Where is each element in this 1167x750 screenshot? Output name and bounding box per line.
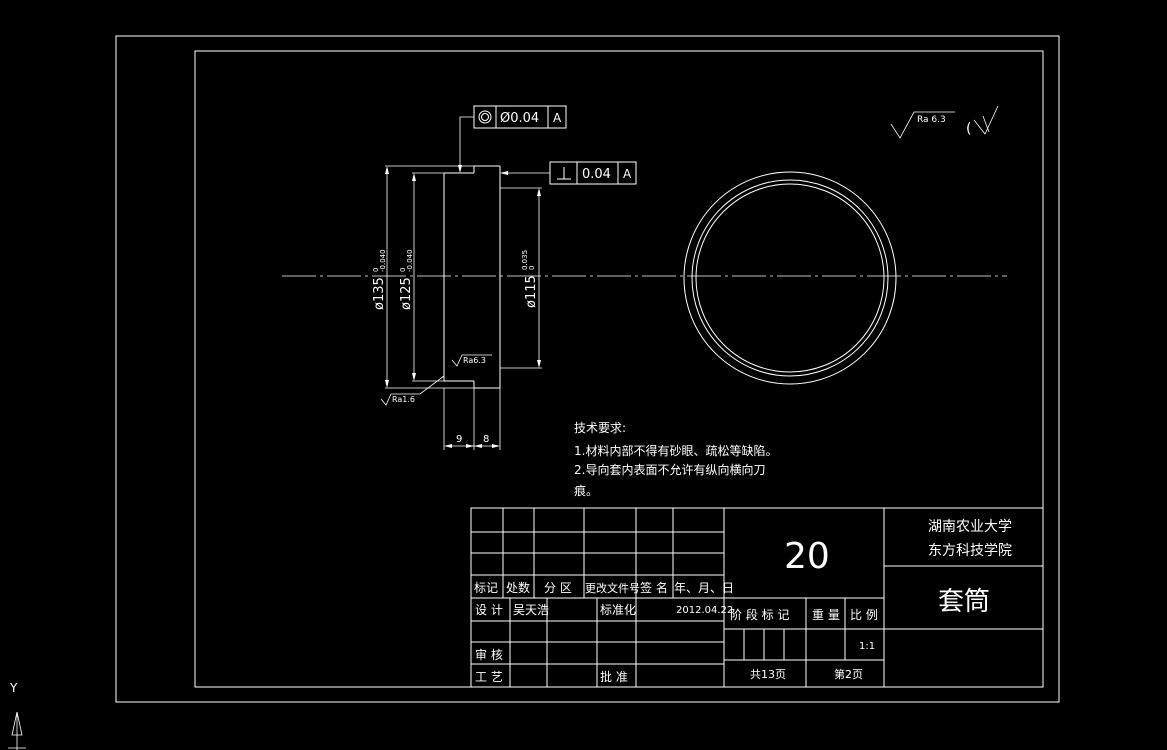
- end-view-circles: [683, 171, 897, 385]
- tb-review-label: 审 核: [475, 647, 503, 662]
- notes-heading: 技术要求:: [574, 421, 626, 435]
- general-roughness-text: Ra 6.3: [917, 115, 946, 125]
- roughness-check-icon: [973, 105, 999, 135]
- dim-d115: ø115: [524, 275, 539, 308]
- gdt-1-datum: A: [553, 111, 562, 125]
- tb-hdr-doc: 更改文件号: [585, 581, 640, 595]
- tb-hdr-sign: 签 名: [640, 580, 668, 595]
- tb-design-label: 设 计: [475, 603, 503, 617]
- gdt-2-value: 0.04: [582, 167, 611, 182]
- tb-part-no: 20: [784, 536, 830, 577]
- ucs-y-label: Y: [9, 681, 18, 695]
- dim-d115-upper: 0.035: [521, 250, 529, 270]
- title-block-grid: [470, 507, 1044, 688]
- roughness-inner-symbol: Ra6.3: [451, 354, 492, 367]
- tb-hdr-zone: 分 区: [544, 581, 572, 595]
- general-roughness-paren: (: [966, 121, 971, 137]
- tb-hdr-date: 年、月、日: [674, 581, 734, 595]
- tb-total-sheets: 共13页: [750, 668, 786, 681]
- tb-standard-label: 标准化: [600, 603, 636, 617]
- dim-w8: 8: [483, 434, 489, 445]
- dimension-lines: [385, 166, 541, 448]
- notes-line2: 2.导向套内表面不允许有纵向横向刀: [574, 462, 765, 477]
- gdt-frame-concentricity: Ø0.04 A: [458, 105, 567, 173]
- tb-stage-label: 阶 段 标 记: [730, 607, 789, 622]
- ucs-icon: Y: [8, 681, 26, 750]
- tb-sheet-no: 第2页: [834, 667, 863, 681]
- tb-process-label: 工 艺: [475, 670, 503, 684]
- dim-d135-upper: 0: [372, 268, 380, 272]
- outer-border: [115, 35, 1060, 703]
- gdt-1-value: Ø0.04: [500, 111, 539, 126]
- tb-date: 2012.04.22: [676, 605, 733, 616]
- notes-line1: 1.材料内部不得有砂眼、疏松等缺陷。: [574, 443, 777, 458]
- tb-hdr-qty: 处数: [506, 580, 530, 595]
- dim-d125: ø125: [399, 277, 414, 310]
- tb-approve-label: 批 准: [600, 669, 628, 684]
- roughness-inner-text: Ra6.3: [463, 356, 486, 365]
- tb-scale: 1:1: [859, 641, 875, 652]
- notes-line3: 痕。: [574, 483, 598, 498]
- tb-school-line1: 湖南农业大学: [928, 519, 1012, 535]
- dim-d125-upper: 0: [399, 268, 407, 272]
- dim-d135: ø135: [372, 277, 387, 310]
- concentricity-icon: [478, 110, 492, 124]
- tb-designer: 吴天浩: [513, 603, 549, 617]
- dim-d125-lower: -0.040: [406, 249, 414, 272]
- dim-d115-lower: 0: [528, 266, 536, 270]
- dim-w9: 9: [456, 434, 462, 445]
- perpendicularity-icon: [557, 167, 571, 180]
- roughness-outer-text: Ra1.6: [392, 395, 415, 404]
- sleeve-section-view: [443, 165, 501, 389]
- tb-weight-label: 重 量: [812, 608, 840, 622]
- dim-d135-lower: -0.040: [379, 249, 387, 272]
- tb-part-name: 套筒: [938, 587, 990, 617]
- roughness-outer-symbol: Ra1.6: [380, 375, 445, 406]
- tb-hdr-mark: 标记: [474, 581, 498, 595]
- gdt-frame-perpendicularity: 0.04 A: [500, 161, 637, 185]
- tb-school-line2: 东方科技学院: [928, 543, 1012, 559]
- tb-scale-label: 比 例: [850, 608, 878, 622]
- general-roughness-symbol: Ra 6.3 (: [890, 105, 999, 139]
- gdt-2-datum: A: [623, 167, 632, 181]
